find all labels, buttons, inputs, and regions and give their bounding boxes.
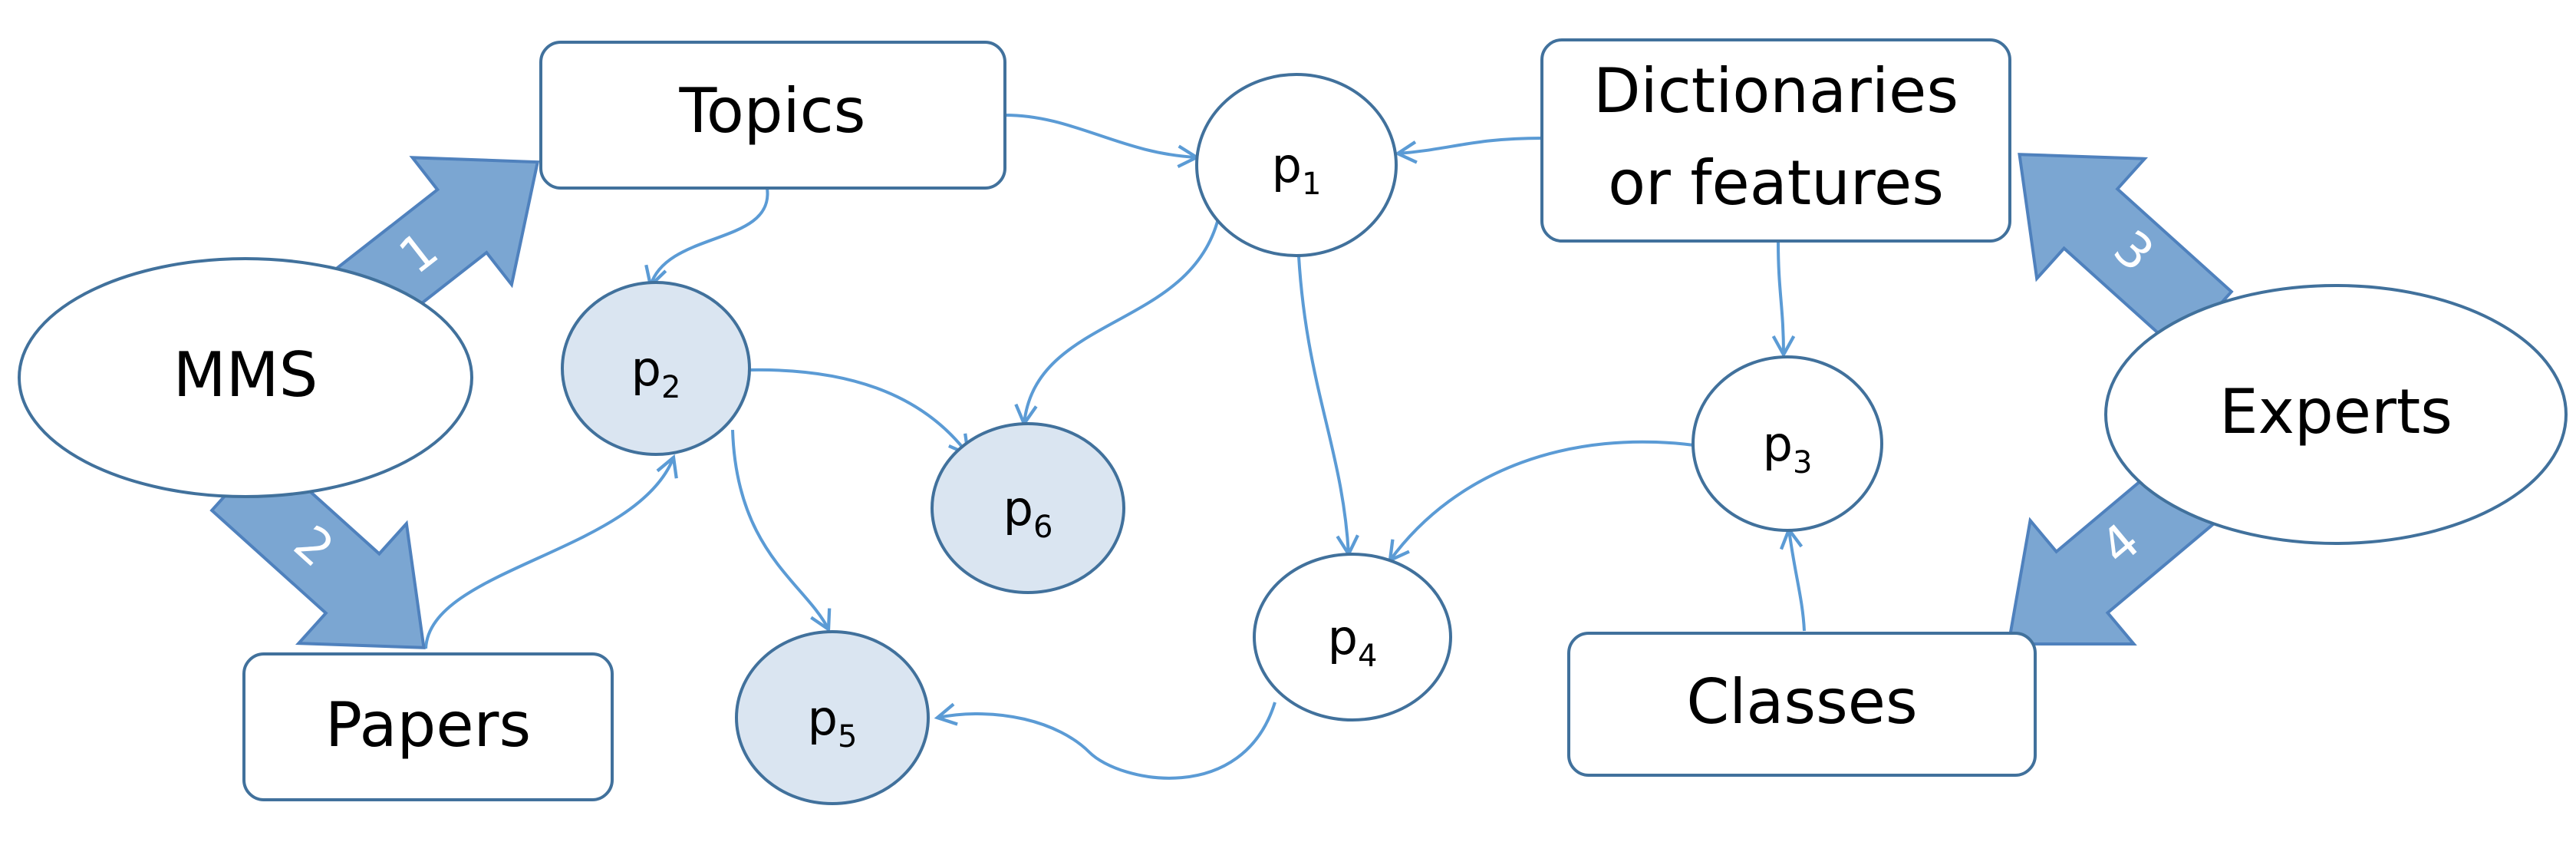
node-p6: p6: [931, 422, 1125, 594]
node-p6-label: p6: [1003, 480, 1053, 545]
node-dictionaries: Dictionaries or features: [1540, 38, 2011, 243]
edge-classes-to-p3: [1779, 526, 1806, 632]
node-experts: Experts: [2104, 284, 2568, 545]
node-papers: Papers: [242, 652, 614, 801]
edge-dictionaries-to-p3: [1771, 241, 1796, 358]
node-p1: p1: [1195, 73, 1398, 257]
node-p2-label: p2: [631, 341, 681, 405]
node-dictionaries-label-line1: Dictionaries: [1593, 55, 1958, 127]
node-p5-label: p5: [808, 690, 858, 754]
node-dictionaries-label-line2: or features: [1608, 147, 1944, 219]
node-p3: p3: [1692, 355, 1883, 532]
node-classes: Classes: [1567, 632, 2037, 777]
edge-topics-to-p1: [1004, 114, 1201, 169]
edge-topics-to-p2: [644, 187, 769, 289]
edge-p1-to-p6: [1014, 218, 1220, 428]
node-p2: p2: [561, 281, 751, 456]
node-papers-label: Papers: [325, 689, 531, 761]
node-classes-label: Classes: [1686, 666, 1917, 738]
node-p3-label: p3: [1763, 416, 1813, 480]
node-topics: Topics: [539, 41, 1006, 190]
edge-p2-to-p5: [731, 429, 832, 632]
node-p1-label: p1: [1272, 137, 1322, 202]
node-p4: p4: [1253, 553, 1452, 721]
big-arrow-2: 2: [209, 448, 426, 649]
node-mms-label: MMS: [173, 339, 318, 411]
edge-papers-to-p2: [424, 454, 678, 649]
node-mms: MMS: [18, 257, 473, 498]
edge-p1-to-p4: [1296, 241, 1359, 558]
edge-p2-to-p6: [749, 368, 970, 457]
node-p5: p5: [735, 630, 930, 805]
big-arrow-3: 3: [2018, 153, 2234, 354]
edge-dictionaries-to-p1: [1394, 137, 1543, 164]
node-experts-label: Experts: [2219, 376, 2452, 447]
edge-p4-to-p5: [934, 702, 1276, 780]
node-p4-label: p4: [1328, 609, 1378, 674]
node-topics-label: Topics: [679, 75, 866, 147]
edge-p3-to-p4: [1388, 440, 1695, 563]
